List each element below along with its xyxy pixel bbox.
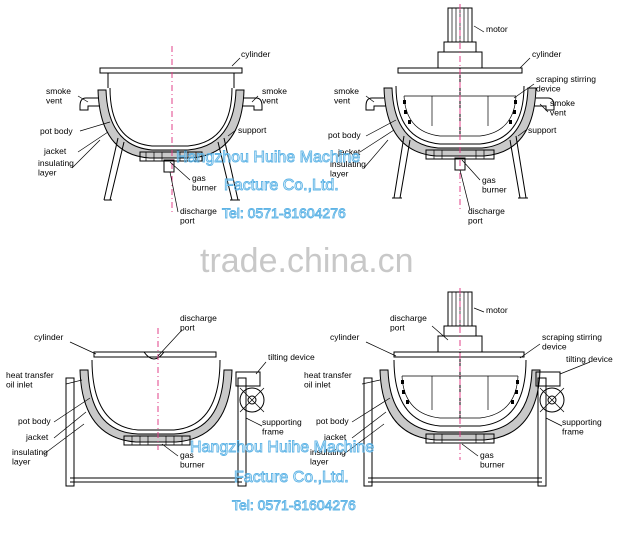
label-cylinder: cylinder	[532, 49, 561, 59]
label-support: support	[528, 125, 557, 135]
label-pot-body: pot body	[328, 130, 361, 140]
smoke-vent-left	[79, 97, 100, 111]
insulating-layer	[383, 87, 537, 157]
label-cylinder: cylinder	[330, 332, 359, 342]
supporting-frame-right	[537, 377, 547, 487]
insulating-layer	[379, 369, 541, 441]
gas-burner	[139, 151, 203, 162]
label-jacket: jacket	[25, 432, 49, 442]
company-watermark-line1: Hangzhou Huihe Machine	[190, 439, 374, 456]
company-watermark-tel: Tel: 0571-81604276	[232, 497, 356, 513]
label-cylinder: cylinder	[241, 49, 270, 59]
label-tilting-device: tilting device	[268, 352, 315, 362]
label-pot-body: pot body	[316, 416, 349, 426]
company-watermark-line1: Hangzhou Huihe Machine	[176, 149, 360, 166]
support-legs	[103, 137, 240, 201]
label-jacket: jacket	[43, 146, 67, 156]
supporting-frame-right	[237, 377, 247, 487]
label-tilting-device: tilting device	[566, 354, 613, 364]
smoke-vent-right	[242, 97, 263, 111]
supporting-frame-left	[363, 377, 373, 487]
tilting-wheel	[539, 387, 565, 413]
label-jacket: jacket	[323, 432, 347, 442]
diagram-gas-kettle	[71, 46, 263, 213]
site-watermark: trade.china.cn	[200, 242, 414, 280]
insulating-layer	[97, 89, 245, 159]
label-jacket: jacket	[337, 147, 361, 157]
diagram-tilting-kettle-mixer	[343, 288, 591, 487]
tilting-wheel	[239, 387, 265, 413]
label-motor: motor	[486, 305, 508, 315]
pot-body	[109, 87, 233, 147]
label-pot-body: pot body	[40, 126, 73, 136]
label-pot-body: pot body	[18, 416, 51, 426]
diagram-gas-kettle-mixer	[359, 4, 555, 211]
insulating-layer	[79, 369, 233, 443]
diagram-tilting-kettle	[43, 328, 267, 487]
company-watermark-line2: Facture Co.,Ltd.	[224, 177, 339, 194]
company-watermark-line2: Facture Co.,Ltd.	[234, 469, 349, 486]
watermarks: trade.china.cn Hangzhou Huihe Machine Fa…	[176, 149, 414, 514]
label-motor: motor	[486, 24, 508, 34]
tilting-gearbox	[235, 371, 261, 387]
label-support: support	[238, 125, 267, 135]
discharge-notch	[143, 351, 165, 360]
label-cylinder: cylinder	[34, 332, 63, 342]
supporting-frame-left	[65, 377, 75, 487]
gas-burner	[123, 435, 191, 446]
company-watermark-tel: Tel: 0571-81604276	[222, 205, 346, 221]
pot-rim	[99, 67, 243, 74]
pot-body	[91, 359, 221, 431]
